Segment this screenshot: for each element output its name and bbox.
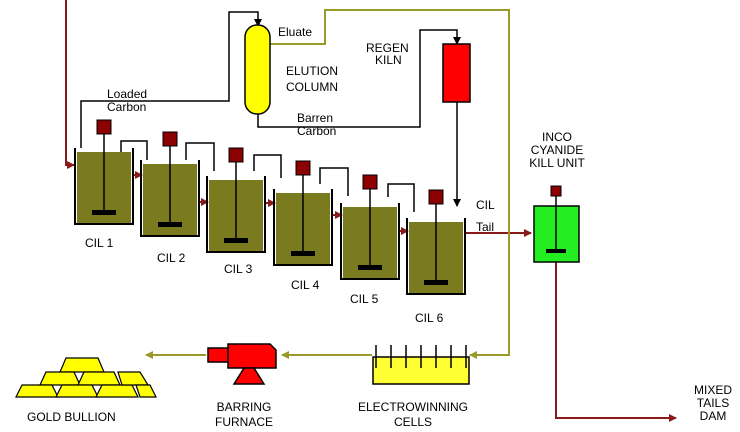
mixed-label-line-3: DAM (699, 409, 727, 423)
mixed-tails-line (555, 262, 677, 422)
barren-carbon-label: Barren Carbon (297, 112, 336, 138)
carbon-2-1 (120, 140, 148, 160)
tank-wall (140, 160, 200, 237)
tank-wall (273, 189, 333, 266)
agitator-motor (162, 131, 178, 147)
barren-label-line-2: Carbon (297, 124, 337, 138)
inco-label: INCO CYANIDE KILL UNIT (520, 131, 594, 170)
inco-label-line-3: KILL UNIT (529, 156, 585, 170)
agitator-impeller (224, 238, 248, 243)
agitator-impeller (291, 251, 315, 256)
inco-label-line-2: CYANIDE (530, 143, 584, 157)
cil-tank-label: CIL 3 (224, 262, 253, 276)
agitator-motor (295, 160, 311, 176)
barring-label-line-2: FURNACE (214, 415, 273, 429)
agitator-motor (96, 119, 112, 135)
feed-line (65, 0, 75, 169)
cil-tank-4 (273, 160, 333, 266)
regen-kiln (442, 43, 471, 103)
cil-tail-line-1: CIL (476, 198, 495, 212)
cil-tail-label: CIL Tail (476, 194, 495, 238)
electrowinning-plates (375, 345, 467, 368)
agitator-impeller (92, 210, 116, 215)
agitator-motor (428, 189, 444, 205)
mixed-label-line-2: TAILS (696, 396, 730, 410)
tank-wall (340, 203, 400, 280)
tank-wall (74, 148, 134, 225)
elution-label-line-1: ELUTION (285, 64, 338, 78)
cil-tank-5 (340, 174, 400, 280)
carbon-5-4 (319, 167, 349, 196)
cil-tail-line-2: Tail (476, 220, 495, 234)
inco-label-line-1: INCO (542, 130, 572, 144)
cil-tanks (74, 119, 466, 295)
mixed-label-line-1: MIXED (693, 383, 732, 397)
gold-bullion-label: GOLD BULLION (27, 410, 116, 424)
carbon-6-5 (387, 183, 415, 212)
barring-furnace-label: BARRING FURNACE (208, 401, 280, 429)
tank-wall (406, 218, 466, 295)
cil-tank-label: CIL 6 (415, 311, 444, 325)
mixed-tails-dam-label: MIXED TAILS DAM (683, 384, 740, 423)
elution-column-label: ELUTION COLUMN (275, 65, 349, 94)
gold-bullion-stack (15, 357, 157, 398)
electrowinning-label: ELECTROWINNING CELLS (346, 401, 480, 429)
loaded-label-line-1: Loaded (107, 87, 148, 101)
elution-label-line-2: COLUMN (285, 80, 338, 94)
carbon-3-2 (185, 142, 215, 171)
loaded-carbon-line (80, 11, 262, 148)
agitator-impeller (358, 265, 382, 270)
agitator-motor (228, 147, 244, 163)
cil-tank-6 (406, 189, 466, 295)
tank-wall (206, 176, 266, 253)
cil-tank-label: CIL 4 (291, 278, 320, 292)
regen-kiln-label: REGEN KILN (366, 42, 409, 66)
elution-column (244, 24, 271, 115)
barren-label-line-1: Barren (297, 111, 334, 125)
regen-label-line-1: REGEN (366, 41, 409, 55)
agitator-impeller (424, 280, 448, 285)
cil-tank-3 (206, 147, 266, 253)
carbon-4-3 (253, 154, 282, 178)
agitator-impeller (158, 222, 182, 227)
cil-tank-1 (74, 119, 134, 225)
inco-impeller (546, 249, 566, 253)
barring-furnace (207, 343, 277, 385)
inco-agitator-motor (550, 185, 562, 197)
agitator-motor (362, 174, 378, 190)
loaded-carbon-label: Loaded Carbon (107, 88, 147, 114)
eluate-line (269, 9, 510, 359)
barren-carbon-line (257, 29, 461, 128)
cil-tank-2 (140, 131, 200, 237)
regen-label-line-2: KILN (375, 53, 402, 67)
cil-tank-label: CIL 5 (350, 292, 379, 306)
cil-tank-label: CIL 2 (157, 251, 186, 265)
eluate-label: Eluate (278, 25, 313, 39)
cil-tank-label: CIL 1 (85, 236, 114, 250)
ew-label-line-2: CELLS (393, 415, 433, 429)
ew-label-line-1: ELECTROWINNING (357, 400, 468, 414)
barring-label-line-1: BARRING (216, 400, 272, 414)
loaded-label-line-2: Carbon (107, 100, 147, 114)
